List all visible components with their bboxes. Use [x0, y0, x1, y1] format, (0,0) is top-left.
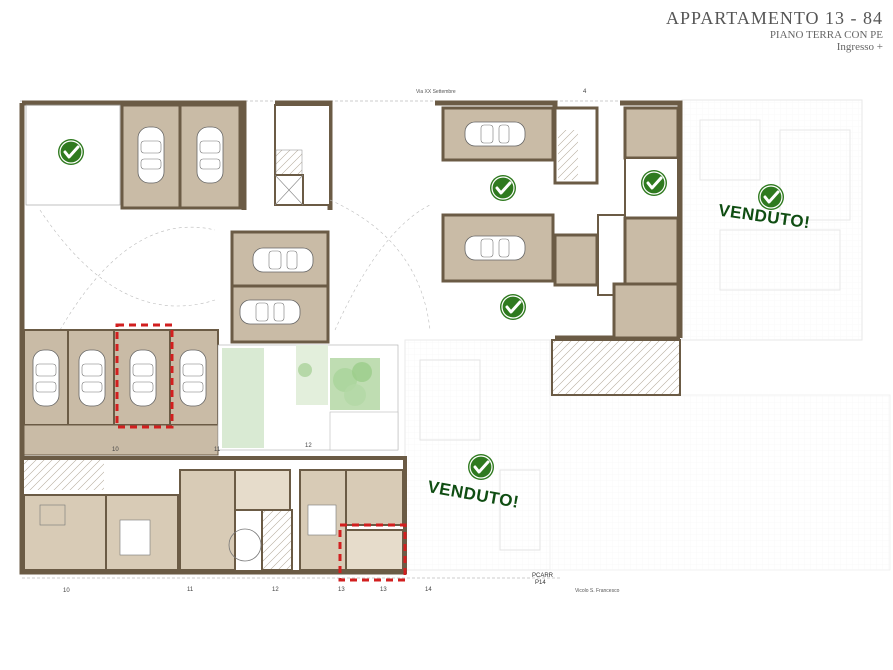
garage-boxes-right: [441, 106, 680, 340]
faded-neighbour-plan: [681, 99, 863, 341]
courtyard-garden: [217, 344, 399, 451]
plan-title: APPARTAMENTO 13 - 84: [665, 8, 883, 28]
apartments-block: [20, 456, 407, 574]
axis-number: 4: [583, 89, 587, 95]
street-label-south: Vicolo S. Francesco: [575, 588, 620, 594]
plan-subtitle: PIANO TERRA CON PE: [769, 28, 883, 41]
highlighted-apartment-outline: [338, 523, 407, 582]
sold-check-icon: [639, 168, 669, 198]
sold-check-icon: [466, 452, 496, 482]
garage-boxes-middle: [230, 230, 330, 344]
axis-number: 13: [380, 587, 387, 593]
axis-number: 12: [272, 587, 279, 593]
driveway-arcs: [39, 199, 431, 331]
axis-number: 10: [112, 447, 119, 453]
plan-entrance-note: Ingresso +: [836, 41, 883, 54]
terrace-hatch: [551, 339, 681, 396]
parking-code-label: PCARR: [532, 573, 554, 579]
axis-number: 14: [425, 587, 432, 593]
axis-number: 13: [338, 587, 345, 593]
highlighted-parking-spot: [115, 323, 174, 429]
axis-number: 12: [305, 443, 312, 449]
garage-boxes-lower: [23, 329, 219, 456]
sold-check-icon: [488, 173, 518, 203]
sold-check-icon: [498, 292, 528, 322]
sold-check-icon: [56, 137, 86, 167]
axis-number: 10: [63, 588, 70, 594]
stair-core: [274, 104, 331, 206]
axis-number: 11: [214, 447, 221, 453]
plan-title-block: APPARTAMENTO 13 - 84 PIANO TERRA CON PE …: [666, 8, 883, 54]
parking-code: PCARR P14: [532, 573, 553, 586]
parking-number: P14: [535, 579, 546, 586]
garage-boxes-top: [25, 103, 242, 210]
axis-number: 11: [187, 587, 194, 593]
street-label-north: Via XX Settembre: [416, 89, 456, 95]
